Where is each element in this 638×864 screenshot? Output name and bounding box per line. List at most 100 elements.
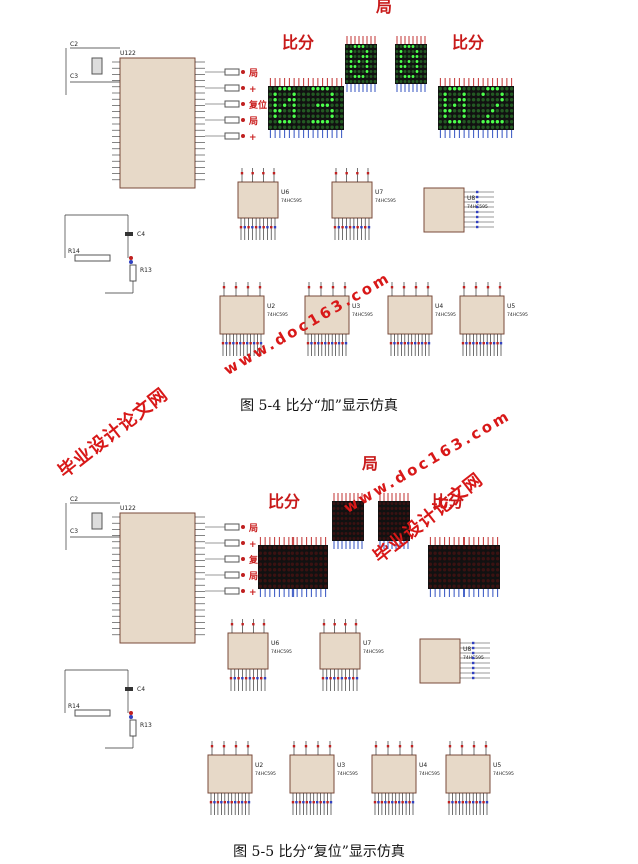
pin-state bbox=[476, 210, 479, 214]
pin-state bbox=[315, 801, 319, 804]
pin-state bbox=[461, 342, 465, 345]
button-label: 局 bbox=[249, 523, 258, 534]
chip-part: 74HC595 bbox=[507, 312, 528, 318]
pin-state bbox=[468, 342, 472, 345]
pin-state bbox=[328, 745, 332, 748]
button-state bbox=[241, 589, 245, 593]
chip-part: 74HC595 bbox=[363, 649, 384, 655]
pin-state bbox=[348, 226, 352, 229]
pin-state bbox=[337, 342, 341, 345]
header-ju: 局 bbox=[362, 455, 378, 473]
pin-state bbox=[465, 342, 468, 345]
chip-label: U7 bbox=[375, 189, 383, 196]
caption-figure-5-4: 图 5-4 比分“加”显示仿真 bbox=[240, 398, 398, 414]
pin-state bbox=[321, 677, 325, 680]
pin-state bbox=[317, 342, 320, 345]
pin-state bbox=[307, 286, 311, 289]
button-state bbox=[241, 573, 245, 577]
pin-state bbox=[393, 342, 396, 345]
pin-state bbox=[352, 677, 355, 680]
resistor bbox=[74, 709, 111, 717]
pin-state bbox=[489, 342, 492, 345]
pin-state bbox=[333, 226, 337, 229]
pin-state bbox=[259, 342, 263, 345]
cap-label: C2 bbox=[70, 41, 78, 48]
pin-state bbox=[252, 677, 255, 680]
resistor-label: R13 bbox=[140, 722, 152, 729]
schematic-figure-5-5: C2C3U122局+复位局+局比分比分U674HC595U774HC595U87… bbox=[64, 455, 514, 815]
pin-state bbox=[341, 226, 344, 229]
pin-state bbox=[220, 801, 223, 804]
pin-state bbox=[352, 226, 356, 229]
pin-state bbox=[327, 342, 330, 345]
pin-state bbox=[476, 215, 479, 219]
pin-state bbox=[244, 677, 248, 680]
pin-state bbox=[309, 801, 312, 804]
pin-state bbox=[227, 801, 230, 804]
pin-state bbox=[482, 342, 485, 345]
button-state bbox=[241, 86, 245, 90]
pin-state bbox=[492, 342, 496, 345]
pin-state bbox=[472, 661, 475, 665]
chip-label: U6 bbox=[271, 640, 279, 647]
pin-state bbox=[262, 172, 265, 175]
pin-state bbox=[476, 190, 479, 194]
pin-state bbox=[251, 226, 254, 229]
ic-chip bbox=[304, 295, 350, 335]
pin-state bbox=[401, 801, 404, 804]
cap-label: C3 bbox=[70, 73, 78, 80]
pin-state bbox=[330, 342, 334, 345]
node-state bbox=[129, 715, 133, 719]
chip-part: 74HC595 bbox=[271, 649, 292, 655]
pin-state bbox=[472, 656, 475, 660]
pin-state bbox=[451, 801, 454, 804]
pin-state bbox=[243, 226, 246, 229]
pin-state bbox=[316, 745, 320, 748]
button-state bbox=[241, 134, 245, 138]
pin-state bbox=[260, 677, 263, 680]
pin-state bbox=[292, 745, 296, 748]
crystal bbox=[91, 57, 103, 75]
figure-5-5: C2C3U122局+复位局+局比分比分U674HC595U774HC595U87… bbox=[0, 455, 638, 840]
button-state bbox=[241, 102, 245, 106]
pin-state bbox=[230, 801, 233, 804]
pin-state bbox=[246, 745, 250, 748]
node-state bbox=[129, 256, 133, 260]
pin-state bbox=[390, 286, 394, 289]
chip-part: 74HC595 bbox=[435, 312, 456, 318]
ic-chip bbox=[319, 632, 361, 670]
pin-state bbox=[337, 226, 340, 229]
pin-state bbox=[333, 677, 336, 680]
pin-state bbox=[360, 226, 363, 229]
pin-state bbox=[356, 172, 359, 175]
pin-state bbox=[247, 801, 251, 804]
pin-state bbox=[364, 226, 367, 229]
pin-state bbox=[331, 286, 335, 289]
pin-state bbox=[472, 666, 475, 670]
pin-state bbox=[374, 745, 378, 748]
pin-state bbox=[228, 342, 232, 345]
led-matrix bbox=[268, 78, 306, 138]
push-button bbox=[224, 100, 240, 108]
pin-state bbox=[417, 342, 420, 345]
button-state bbox=[241, 541, 245, 545]
pin-state bbox=[472, 641, 475, 645]
pin-state bbox=[367, 226, 371, 229]
pin-state bbox=[472, 676, 475, 680]
resistor bbox=[129, 264, 137, 282]
chip-part: 74HC595 bbox=[352, 312, 373, 318]
cap-label: C4 bbox=[137, 686, 145, 693]
pin-state bbox=[241, 623, 244, 626]
pin-state bbox=[479, 342, 482, 345]
pin-state bbox=[295, 801, 298, 804]
pin-state bbox=[389, 342, 393, 345]
pin-state bbox=[461, 801, 465, 804]
pin-state bbox=[241, 677, 244, 680]
ic-chip bbox=[237, 181, 279, 219]
pin-state bbox=[345, 172, 348, 175]
pin-state bbox=[322, 623, 326, 626]
ic-chip bbox=[289, 754, 335, 794]
pin-state bbox=[239, 226, 243, 229]
pin-state bbox=[325, 677, 328, 680]
pin-state bbox=[407, 342, 410, 345]
